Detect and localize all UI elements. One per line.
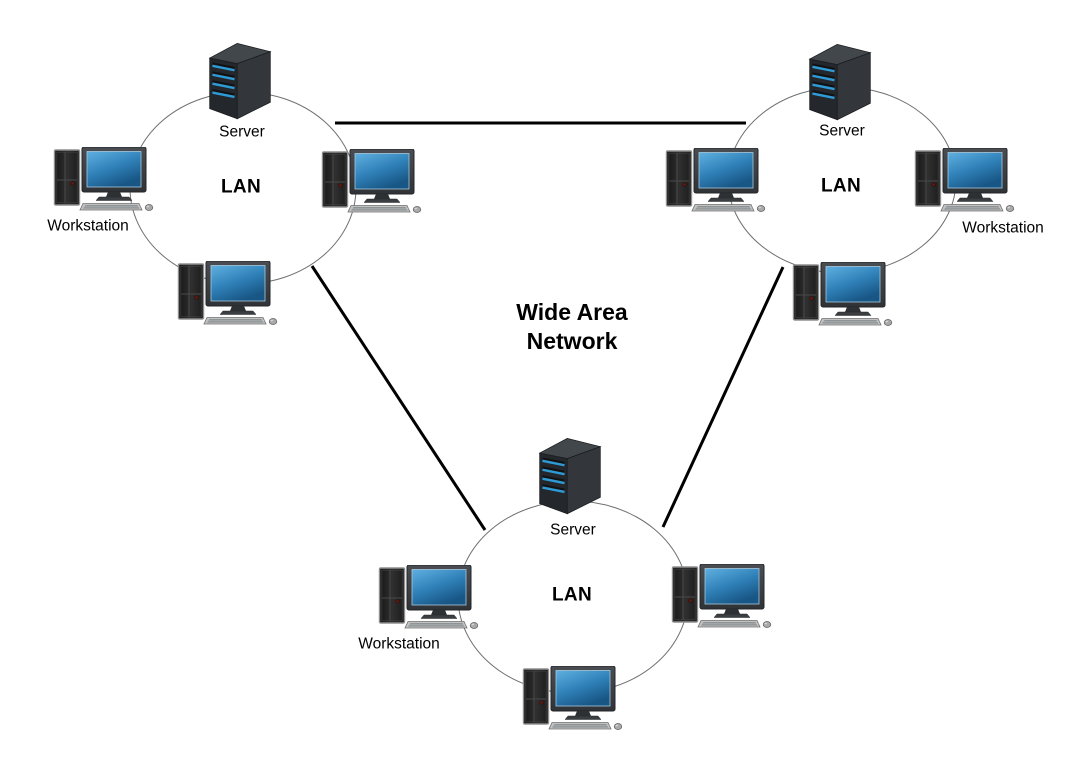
workstation-icon-top-right-left bbox=[664, 148, 766, 214]
server-icon-top-left bbox=[206, 39, 274, 125]
server-icon-bottom bbox=[536, 434, 604, 520]
workstation-icon-top-right-bottom bbox=[791, 262, 893, 328]
server-label: Server bbox=[219, 123, 265, 141]
workstation-icon-top-right-right bbox=[913, 148, 1015, 214]
wan-link-left bbox=[310, 265, 487, 531]
workstation-icon-top-left-bottom bbox=[176, 261, 278, 327]
workstation-icon-bottom-left bbox=[377, 565, 479, 631]
wan-link-right bbox=[661, 266, 785, 528]
lan-label-top-right: LAN bbox=[821, 175, 861, 197]
server-icon-top-right bbox=[806, 40, 874, 126]
workstation-icon-bottom-bottom bbox=[521, 666, 623, 732]
workstation-label: Workstation bbox=[962, 219, 1044, 237]
lan-label-bottom: LAN bbox=[552, 584, 592, 606]
wan-title: Wide Area Network bbox=[516, 298, 627, 356]
workstation-icon-bottom-right bbox=[670, 564, 772, 630]
workstation-label: Workstation bbox=[47, 217, 129, 235]
lan-label-top-left: LAN bbox=[221, 176, 261, 198]
server-label: Server bbox=[550, 521, 596, 539]
server-label: Server bbox=[819, 122, 865, 140]
workstation-icon-top-left-right bbox=[320, 149, 422, 215]
wan-title-line2: Network bbox=[526, 328, 618, 354]
workstation-icon-top-left-left bbox=[52, 147, 154, 213]
wan-title-line1: Wide Area bbox=[516, 299, 628, 325]
workstation-label: Workstation bbox=[358, 635, 440, 653]
